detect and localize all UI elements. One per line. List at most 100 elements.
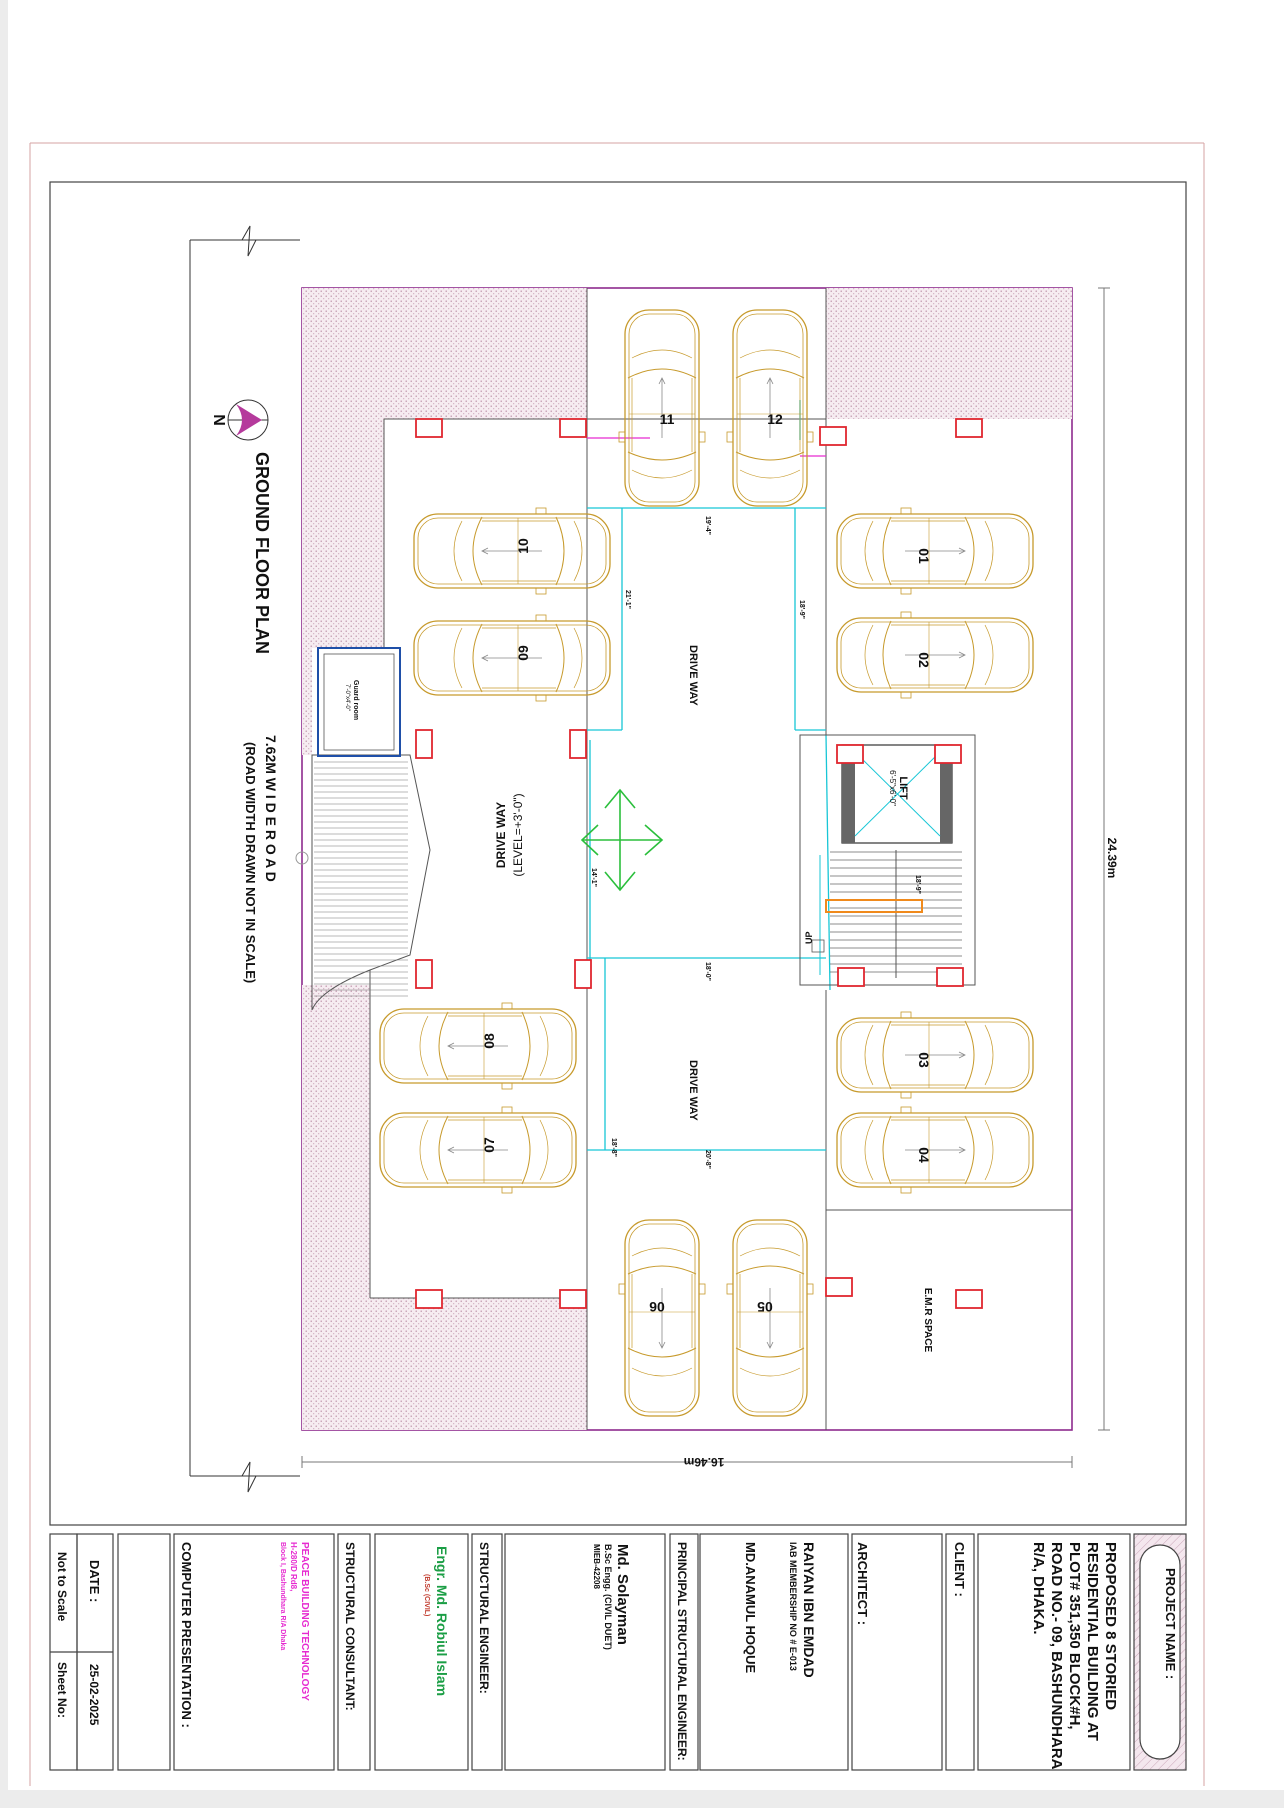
date-label: DATE : xyxy=(87,1560,102,1602)
sheet-frame xyxy=(29,142,1205,1786)
architect-reg: IAB MEMBERSHIP NO # E-013 xyxy=(788,1542,798,1671)
slot-number: 12 xyxy=(767,411,783,427)
sheet-number-label: Sheet No: xyxy=(55,1662,69,1718)
parking-slot-01: 01 xyxy=(836,507,1034,595)
principal-engineer-name: Md. Solayman xyxy=(614,1544,631,1645)
parking-slot-04: 04 xyxy=(836,1106,1034,1194)
column-8 xyxy=(836,744,864,764)
column-11 xyxy=(936,967,964,987)
parking-slot-11: 11 xyxy=(618,309,706,507)
structural-engineer-name: Engr. Md. Robiul Islam xyxy=(434,1546,450,1696)
slot-number: 03 xyxy=(916,1052,932,1068)
slot-number: 10 xyxy=(515,538,531,554)
project-name-line-5: R/A, DHAKA. xyxy=(1030,1542,1047,1635)
slot-number: 09 xyxy=(515,645,531,661)
entry-arrow-icon xyxy=(580,788,664,892)
principal-engineer-reg: MIEB-42208 xyxy=(592,1544,601,1589)
parking-slot-03: 03 xyxy=(836,1011,1034,1099)
column-15 xyxy=(825,1277,853,1297)
driveway-entry-label: DRIVE WAY xyxy=(494,802,508,868)
column-10 xyxy=(574,959,592,989)
driveway-label-lower: DRIVE WAY xyxy=(687,1060,699,1121)
dimension-label: 14'-1" xyxy=(590,868,597,887)
road-label: 7.62M W I D E R O A D xyxy=(263,735,279,882)
parking-slot-08: 08 xyxy=(379,1002,577,1090)
slot-number: 07 xyxy=(481,1137,497,1153)
guard-room-label: Guard room xyxy=(352,680,359,720)
architect-label: ARCHITECT : xyxy=(855,1542,870,1625)
stair-core xyxy=(799,734,976,986)
column-1 xyxy=(415,418,443,438)
dimension-labels: 19'-4" 21'-1" 18'-9" 14'-1" 18'-0" 18'-8" 20'-… xyxy=(590,516,921,1169)
principal-engineer-label: PRINCIPAL STRUCTURAL ENGINEER: xyxy=(675,1542,689,1761)
structural-consultant-label: STRUCTURAL CONSULTANT: xyxy=(343,1542,357,1711)
road xyxy=(189,225,300,1493)
dimension-label: 18'-9" xyxy=(914,875,921,894)
client-label: CLIENT : xyxy=(952,1542,967,1597)
slot-number: 05 xyxy=(757,1299,773,1315)
dimension-label: 20'-8" xyxy=(704,1150,711,1169)
parking-slot-06: 06 xyxy=(618,1219,706,1417)
parking-slot-10: 10 xyxy=(413,507,611,595)
slot-number: 08 xyxy=(481,1033,497,1049)
guard-room xyxy=(317,647,401,757)
parking-slot-09: 09 xyxy=(413,614,611,702)
project-name-line-3: PLOT# 351,350 BLOCK#H, xyxy=(1066,1542,1083,1730)
architect-2: MD.ANAMUL HOQUE xyxy=(743,1542,758,1674)
overall-dimensions xyxy=(301,287,1110,1468)
principal-engineer-degree: B.Sc Engg. (CIVIL DUET) xyxy=(603,1544,613,1650)
title-block xyxy=(49,1533,1187,1771)
structural-engineer-degree: (B.Sc (CIVIL) xyxy=(423,1574,430,1616)
parking-slot-07: 07 xyxy=(379,1106,577,1194)
date-value: 25-02-2025 xyxy=(87,1664,101,1726)
entry-ramp xyxy=(295,754,431,1011)
column-12 xyxy=(837,967,865,987)
architect-name: RAIYAN IBN EMDAD xyxy=(801,1542,817,1678)
parking-slot-02: 02 xyxy=(836,611,1034,699)
structural-engineer-label: STRUCTURAL ENGINEER: xyxy=(477,1542,491,1694)
emr-space-label: E.M.R SPACE xyxy=(922,1288,933,1353)
dimension-label: 18'-9" xyxy=(798,600,805,619)
driveway-level-label: (LEVEL=+3'-0") xyxy=(511,793,525,876)
driveway-lines xyxy=(587,400,831,1151)
consultant-name: PEACE BUILDING TECHNOLOGY xyxy=(299,1542,310,1701)
road-note: (ROAD WIDTH DRAWN NOT IN SCALE) xyxy=(243,742,258,983)
parking-slot-05: 05 xyxy=(726,1219,814,1417)
column-13 xyxy=(415,1289,443,1309)
parking-slots: 01 02 03 04 05 06 07 08 09 10 11 12 xyxy=(379,309,1034,1417)
slot-number: 04 xyxy=(916,1147,932,1163)
column-6 xyxy=(569,729,587,759)
dimension-label: 18'-0" xyxy=(704,962,711,981)
column-3 xyxy=(955,418,983,438)
column-7 xyxy=(934,744,962,764)
column-2 xyxy=(559,418,587,438)
parking-slot-12: 12 xyxy=(726,309,814,507)
project-name-line-1: PROPOSED 8 STORIED xyxy=(1102,1542,1119,1710)
consultant-address-1: H-280/D Rd8, xyxy=(289,1542,298,1591)
column-5 xyxy=(415,729,433,759)
dimension-label: 19'-4" xyxy=(704,516,711,535)
consultant-address-2: Block I, Bashundhara R/A Dhaka xyxy=(279,1542,286,1650)
driveway-label-upper: DRIVE WAY xyxy=(687,645,699,706)
computer-presentation-label: COMPUTER PRESENTATION : xyxy=(179,1542,194,1728)
lift-size: 6'-5"x6'-0" xyxy=(888,770,897,806)
scale-label: Not to Scale xyxy=(55,1552,69,1622)
guard-room-size: 7'-0"x4'-0" xyxy=(344,684,350,711)
column-16 xyxy=(955,1289,983,1309)
dimension-width: 24.39m xyxy=(1105,838,1119,879)
project-name-line-4: ROAD NO.- 09, BASHUNDHARA xyxy=(1048,1542,1065,1770)
slot-number: 02 xyxy=(916,652,932,668)
dimension-label: 21'-1" xyxy=(624,590,631,609)
slot-number: 11 xyxy=(660,411,675,427)
building-boundary xyxy=(301,287,1073,1431)
north-label: N xyxy=(210,414,227,426)
column-4 xyxy=(819,426,847,446)
dimension-label: 18'-8" xyxy=(610,1138,617,1157)
column-14 xyxy=(559,1289,587,1309)
column-9 xyxy=(415,959,433,989)
stair-up-label: UP xyxy=(804,931,814,944)
north-arrow-icon xyxy=(227,399,269,441)
project-name-label: PROJECT NAME : xyxy=(1163,1568,1178,1679)
